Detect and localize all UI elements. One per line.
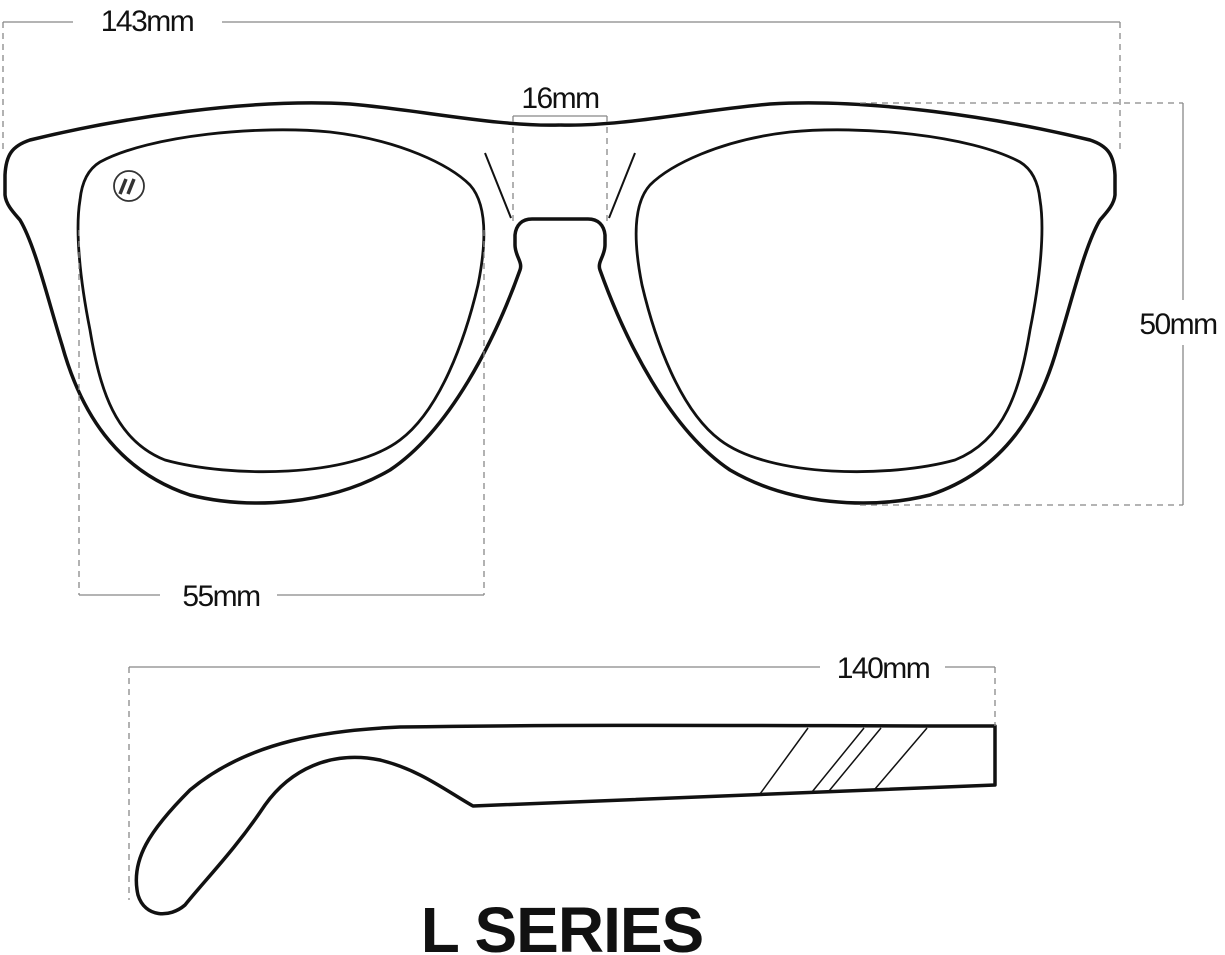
left-nose-pad-line — [484, 152, 512, 219]
front-frame — [3, 101, 1117, 505]
total-width-label: 143mm — [101, 5, 194, 38]
dimension-total-width: 143mm — [2, 5, 1121, 150]
left-lens-outline — [76, 128, 486, 474]
lens-height-label: 50mm — [1139, 308, 1217, 341]
logo — [113, 170, 145, 202]
temple-outline — [134, 723, 997, 916]
double-slash-logo-icon — [118, 178, 136, 195]
temple-length-label: 140mm — [837, 652, 930, 685]
left-half-frame — [3, 101, 561, 505]
dimension-lens-width: 55mm — [78, 230, 485, 613]
dimension-temple-length: 140mm — [128, 652, 996, 900]
series-title: L SERIES — [421, 894, 703, 955]
dimension-lens-height: 50mm — [860, 102, 1219, 506]
temple-arm — [134, 723, 997, 916]
dimension-bridge: 16mm — [512, 82, 608, 225]
bridge-label: 16mm — [521, 82, 599, 115]
lens-width-label: 55mm — [182, 580, 260, 613]
temple-stripes — [759, 727, 928, 795]
left-outer-outline — [3, 101, 561, 505]
